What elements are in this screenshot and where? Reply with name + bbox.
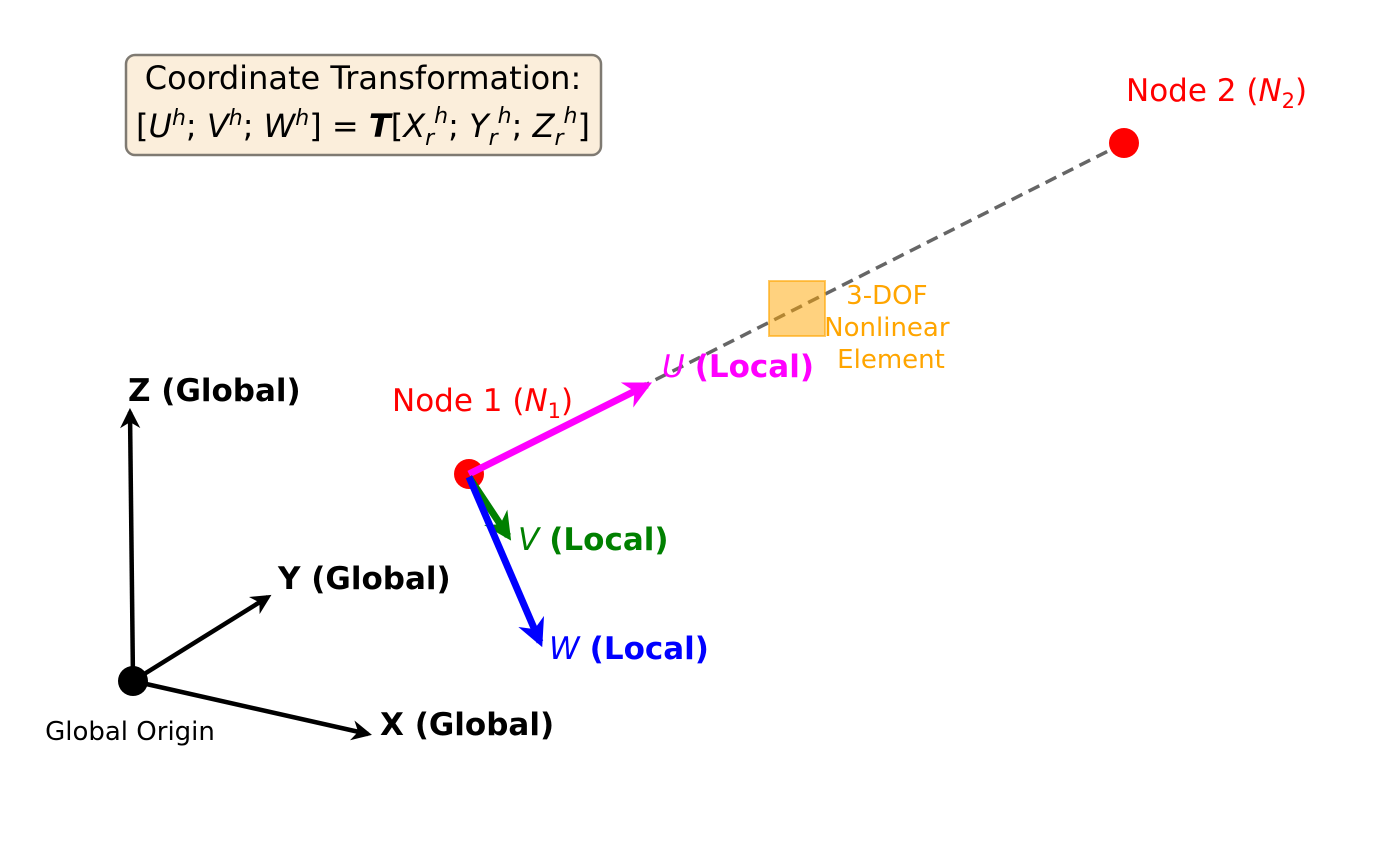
element-label-line-3: Element [837, 345, 945, 375]
formula-rhs-x-sup: h [434, 104, 448, 129]
global-origin-dot [118, 666, 148, 696]
formula-title: Coordinate Transformation: [145, 59, 581, 97]
formula-rhs-x-sub: r [425, 126, 436, 151]
global-origin-label: Global Origin [45, 717, 215, 747]
global-z-axis [120, 407, 141, 682]
local-v-label: V(Local) [518, 522, 669, 558]
global-y-label: Y (Global) [277, 561, 451, 597]
formula-operator: T [369, 107, 393, 145]
local-w-label: W(Local) [549, 631, 709, 667]
formula-rhs-z-sup: h [564, 104, 578, 129]
formula-rhs-z: Z [532, 107, 556, 145]
local-u-axis [467, 381, 653, 478]
formula-lhs-u: U [149, 107, 172, 145]
element-marker [768, 280, 826, 337]
global-axes: Global Origin Z (Global) Y (Global) X (G… [45, 373, 554, 747]
formula-rhs-z-sub: r [554, 126, 565, 151]
global-y-axis [131, 594, 272, 683]
global-z-label: Z (Global) [128, 373, 301, 409]
local-u-label: U(Local) [662, 349, 814, 385]
formula-rhs-y-sup: h [498, 104, 512, 129]
node-2-label: Node 2 (N2) [1126, 73, 1307, 113]
formula-rhs-x: X [401, 107, 426, 145]
element-label-line-1: 3-DOF [846, 281, 927, 311]
formula-lhs-w-sup: h [295, 106, 309, 131]
formula-lhs-v-sup: h [229, 106, 243, 131]
formula-rhs-y-sub: r [489, 126, 500, 151]
node-1-label: Node 1 (N1) [392, 383, 573, 423]
global-x-label: X (Global) [380, 707, 554, 743]
formula-box-frame [124, 53, 603, 157]
formula-lhs-w: W [264, 107, 297, 145]
element-label-line-2: Nonlinear [824, 313, 950, 343]
formula-rhs-y: Y [469, 107, 491, 145]
formula-lhs-v: V [207, 107, 231, 145]
formula-lhs-u-sup: h [172, 106, 186, 131]
element-label: 3-DOF Nonlinear Element [824, 281, 958, 375]
local-w-axis [465, 475, 545, 648]
global-x-axis [132, 678, 372, 741]
formula-box: Coordinate Transformation: [Uh; Vh; Wh] … [124, 53, 603, 157]
formula-equation: [Uh; Vh; Wh] = T[Xrh; Yrh; Zrh] [136, 104, 590, 151]
node-2-dot [1109, 128, 1139, 158]
